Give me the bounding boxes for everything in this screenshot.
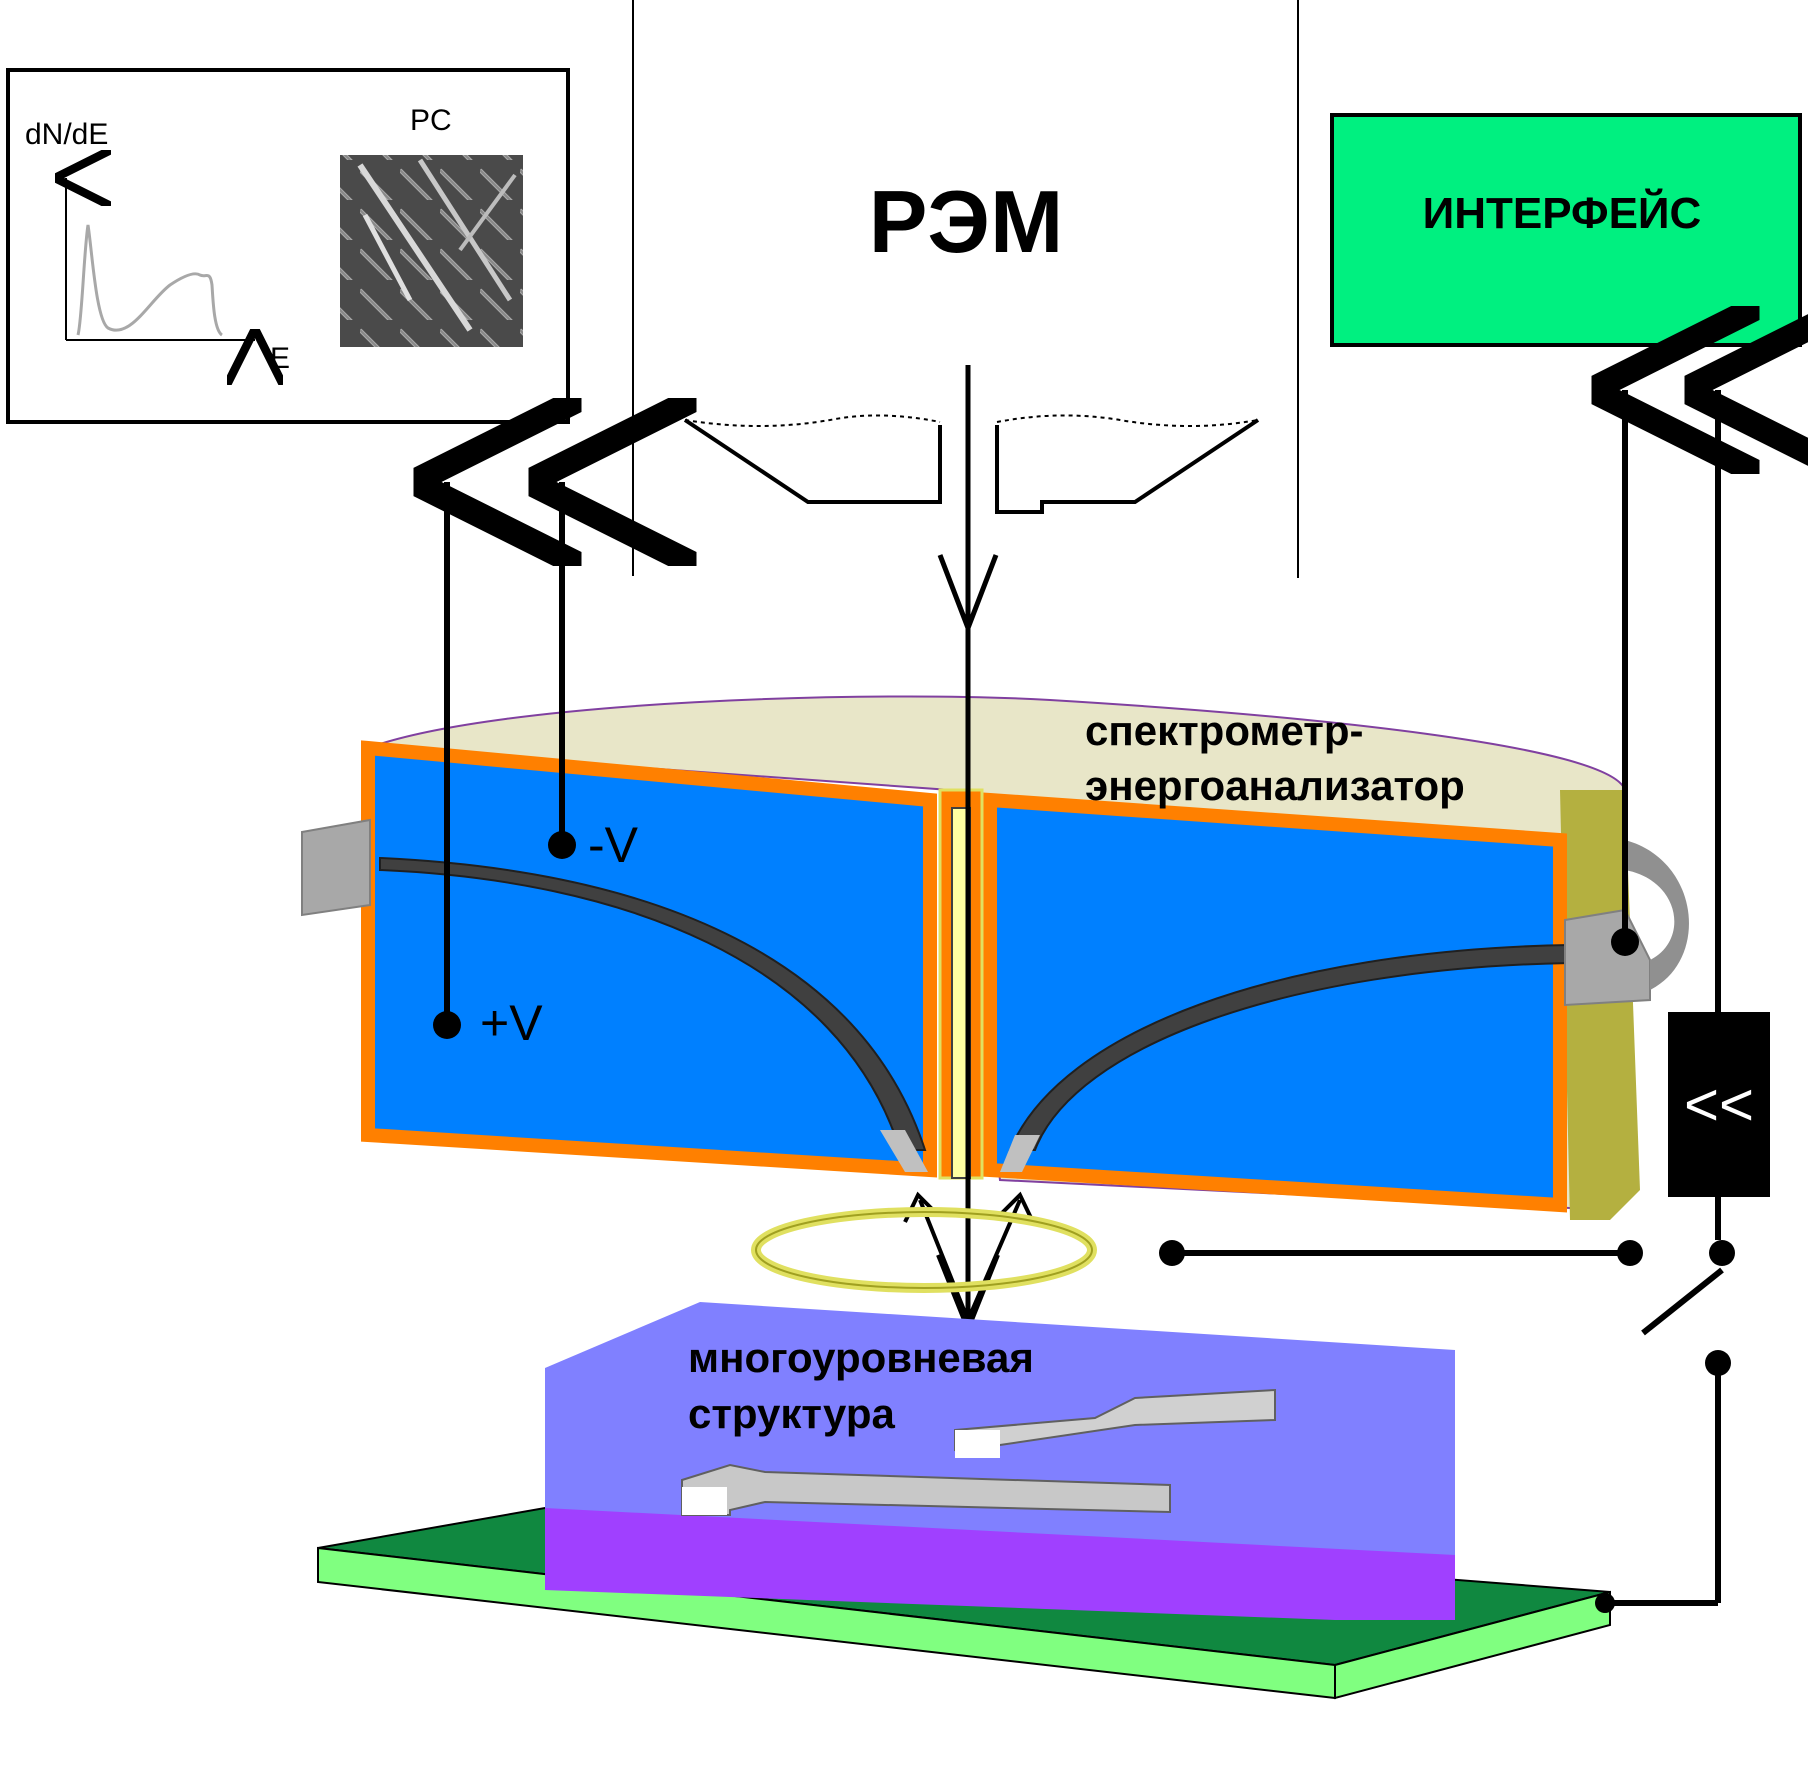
- micrograph-wire-1: [357, 163, 473, 332]
- amplifier-box: [1668, 1012, 1770, 1197]
- sample-block-lower: [545, 1508, 1455, 1620]
- conductor-lower-contact: [682, 1487, 727, 1515]
- plus-v-label: +V: [480, 995, 543, 1051]
- right-clamp-block: [1564, 908, 1651, 1007]
- sem-micrograph-image: [340, 155, 523, 347]
- right-electrode-tip: [1000, 1135, 1040, 1172]
- structure-label-line1: многоуровневая: [688, 1334, 1034, 1381]
- structure-label-line2: структура: [688, 1390, 895, 1437]
- plus-v-terminal: [433, 1011, 461, 1039]
- sem-pole-piece: [683, 414, 1260, 514]
- spectrometer-label-line2: энергоанализатор: [1085, 762, 1465, 809]
- plot-x-axis-label: E: [270, 342, 290, 375]
- beam-arrow-top: [937, 554, 999, 635]
- analyzer-right-side: [1560, 790, 1640, 1220]
- plot-y-axis-label: dN/dE: [25, 118, 108, 151]
- spectrometer-label-line1: спектрометр-: [1085, 707, 1364, 754]
- interface-label: ИНТЕРФЕЙС: [1423, 187, 1702, 238]
- minus-v-label: -V: [588, 817, 639, 873]
- substrate-lead-terminal: [1595, 1593, 1615, 1613]
- spectrum-curve: [76, 224, 224, 337]
- substrate-side-edge: [1334, 1590, 1611, 1700]
- switch-contact-left: [1617, 1240, 1643, 1266]
- ring-lead-terminal: [1159, 1240, 1185, 1266]
- analyzer-left-chamber: [361, 740, 937, 1178]
- conductor-upper-contact: [955, 1430, 1000, 1458]
- collector-ring-outline: [755, 1211, 1093, 1289]
- spectrum-display-panel: dN/dE E PC: [6, 68, 570, 424]
- left-electrode-tip: [880, 1130, 928, 1172]
- minus-v-terminal: [548, 831, 576, 859]
- left-electrode-ribbon: [379, 856, 927, 1151]
- signal-circuit: <<: [1159, 390, 1770, 1613]
- left-connector-block: [301, 818, 371, 917]
- spectrometer-analyzer: [301, 695, 1689, 1220]
- analyzer-right-chamber: [983, 792, 1567, 1213]
- sem-label: РЭМ: [869, 172, 1064, 271]
- switch-contact-right: [1709, 1240, 1735, 1266]
- amplifier-symbol: <<: [1684, 1071, 1754, 1138]
- pc-label: PC: [410, 104, 452, 137]
- analyzer-output-terminal: [1611, 928, 1639, 956]
- multilevel-structure: [317, 1302, 1611, 1700]
- switch-blade: [1641, 1267, 1724, 1336]
- right-clamp-ring: [1625, 840, 1689, 990]
- micrograph-wire-4: [458, 173, 517, 252]
- micrograph-wire-2: [417, 158, 513, 302]
- micrograph-wire-3: [362, 213, 413, 302]
- secondary-electron-arrows: [903, 1191, 1034, 1321]
